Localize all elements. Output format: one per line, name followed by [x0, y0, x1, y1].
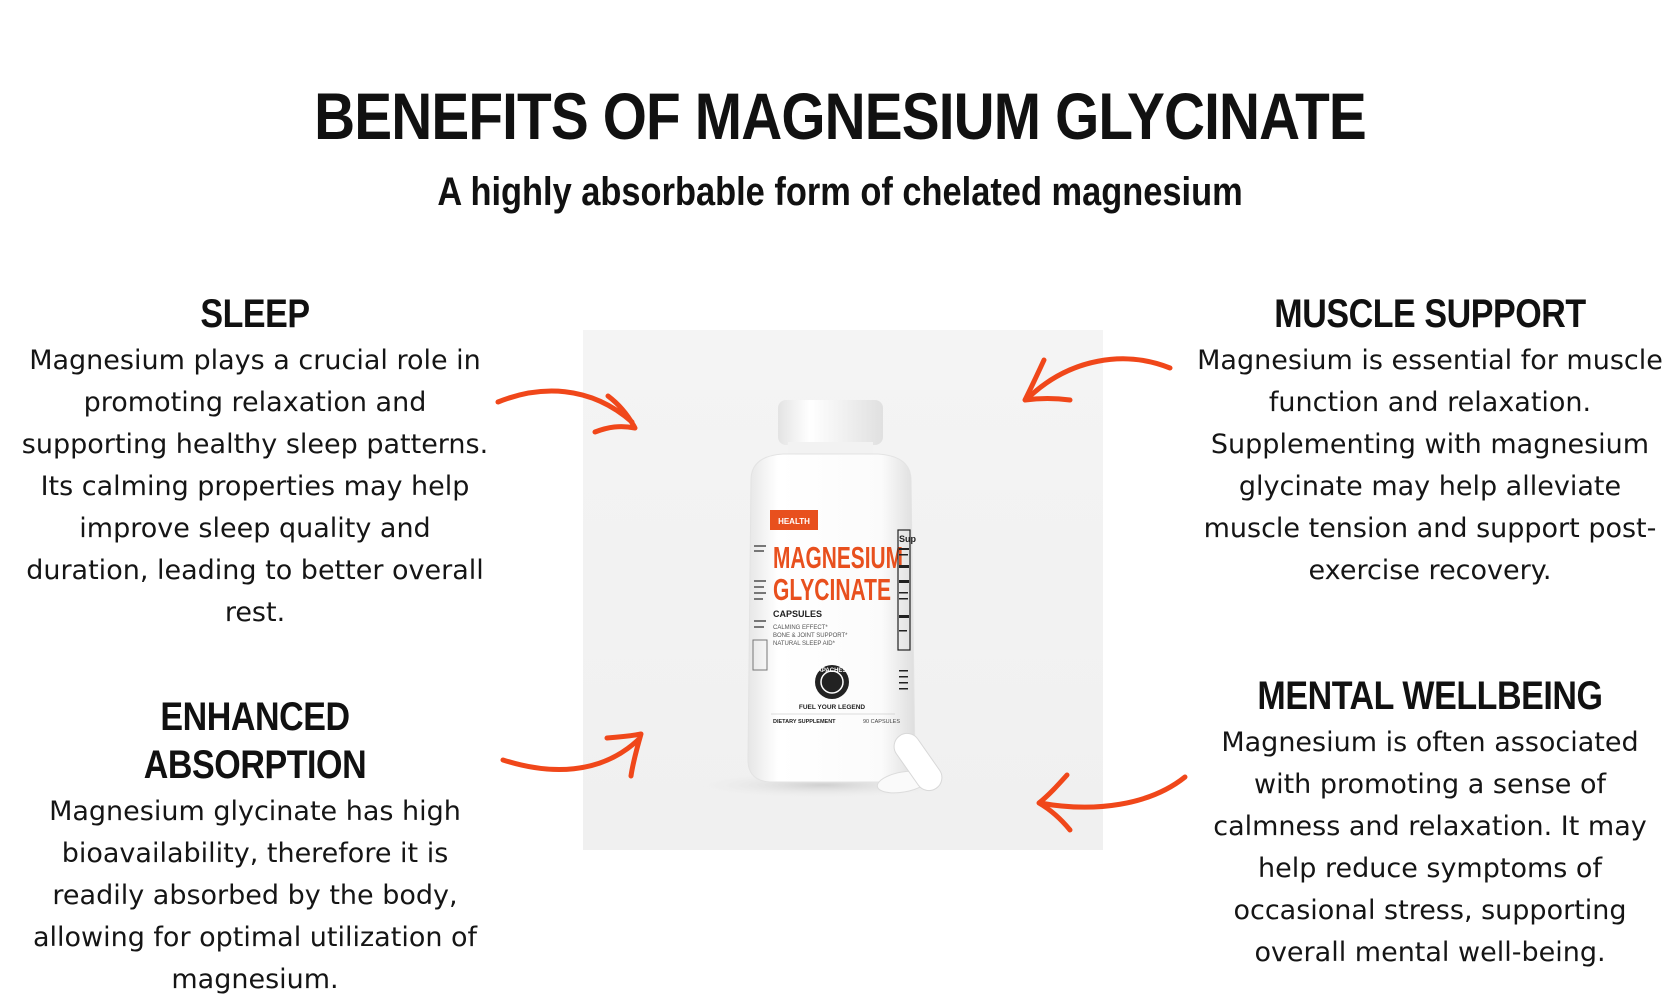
bottle-cap — [778, 400, 883, 445]
product-claim-1: CALMING EFFECT* — [773, 625, 828, 631]
product-footer-left: DIETARY SUPPLEMENT — [773, 719, 836, 725]
benefit-mental: MENTAL WELLBEING Magnesium is often asso… — [1195, 672, 1665, 974]
page-subtitle: A highly absorbable form of chelated mag… — [437, 170, 1243, 214]
benefit-sleep-text: Magnesium plays a crucial role in promot… — [21, 345, 489, 628]
brand-logo-icon — [815, 665, 849, 699]
product-footer-right: 90 CAPSULES — [863, 719, 900, 725]
product-badge-label: HEALTH — [778, 517, 810, 526]
brand-name: APACHES — [818, 668, 847, 674]
benefit-muscle-text: Magnesium is essential for muscle functi… — [1197, 345, 1663, 586]
capsule-2 — [893, 732, 943, 792]
benefit-absorption: ENHANCED ABSORPTION Magnesium glycinate … — [20, 693, 490, 1001]
supplement-facts-heading: Sup — [899, 534, 917, 544]
brand-logo-ring — [820, 670, 844, 694]
supplement-facts-panel — [897, 529, 911, 651]
product-name-line2: GLYCINATE — [773, 572, 891, 607]
product-tagline: FUEL YOUR LEGEND — [799, 704, 866, 711]
arrow-absorption-icon — [500, 731, 644, 779]
product-photo: HEALTH MAGNESIUM GLYCINATE CAPSULES CALM… — [583, 330, 1103, 850]
benefit-muscle-title: MUSCLE SUPPORT — [1274, 292, 1586, 336]
arrow-sleep-icon — [495, 388, 638, 435]
product-claim-2: BONE & JOINT SUPPORT* — [773, 633, 848, 639]
benefit-sleep-title: SLEEP — [200, 292, 310, 336]
product-badge — [770, 510, 818, 530]
bottle-side-text — [752, 545, 768, 671]
benefit-mental-title: MENTAL WELLBEING — [1257, 674, 1603, 718]
supplement-facts-lines — [899, 548, 909, 690]
page-title: BENEFITS OF MAGNESIUM GLYCINATE — [314, 79, 1367, 153]
benefit-absorption-text: Magnesium glycinate has high bioavailabi… — [32, 796, 478, 995]
arrow-mental-icon — [1036, 772, 1188, 833]
product-name-line1: MAGNESIUM — [773, 540, 903, 575]
product-bottle-illustration: HEALTH MAGNESIUM GLYCINATE CAPSULES CALM… — [683, 400, 963, 799]
bottle-neck — [788, 442, 873, 456]
arrow-muscle-icon — [1022, 356, 1173, 403]
capsules — [876, 732, 943, 794]
benefit-sleep: SLEEP Magnesium plays a crucial role in … — [20, 290, 490, 634]
product-form: CAPSULES — [773, 609, 822, 619]
benefit-absorption-title: ENHANCED ABSORPTION — [143, 695, 367, 787]
benefit-muscle: MUSCLE SUPPORT Magnesium is essential fo… — [1195, 290, 1665, 592]
benefit-mental-text: Magnesium is often associated with promo… — [1213, 727, 1647, 968]
product-claim-3: NATURAL SLEEP AID* — [773, 641, 836, 647]
